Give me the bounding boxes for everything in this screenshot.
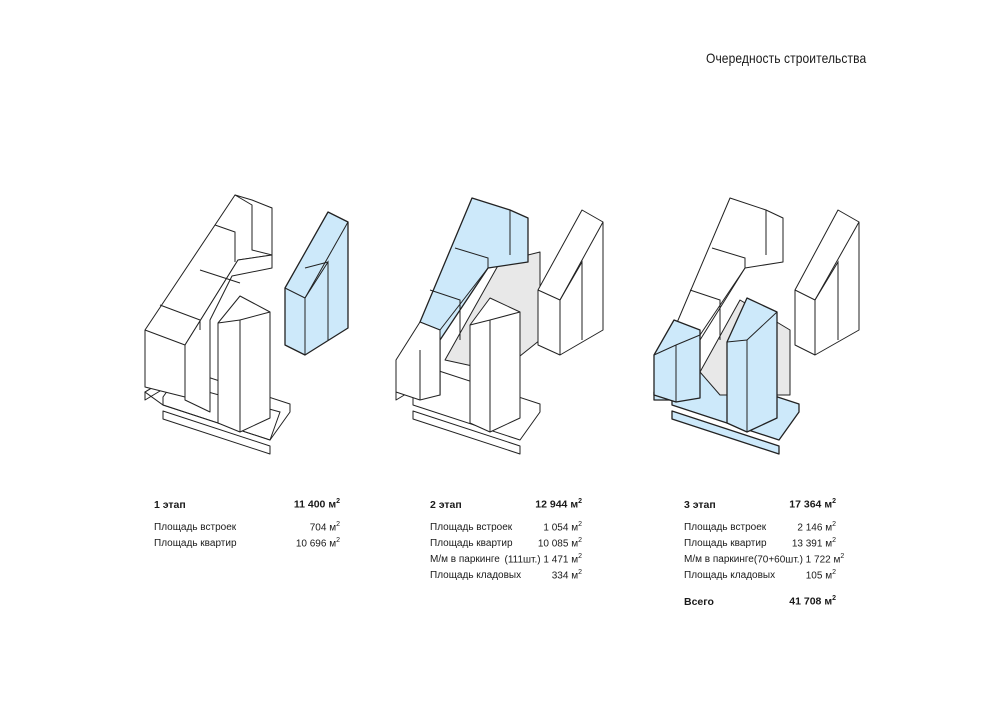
stage-3-highlight-tower — [726, 297, 778, 433]
summary-total: Всего 41 708 м2 — [684, 595, 836, 608]
table-row: Площадь встроек 1 054 м2 — [430, 521, 582, 534]
page-title: Очередность строительства — [706, 50, 867, 66]
stage-1-tower — [217, 295, 271, 433]
table-row: Площадь кладовых 334 м2 — [430, 569, 582, 582]
stage-name: 2 этап — [430, 498, 462, 511]
stage-3-header: 3 этап 17 364 м2 — [684, 498, 836, 520]
stage-1-highlight-block — [284, 211, 349, 356]
table-row: Площадь квартир 13 391 м2 — [684, 537, 836, 550]
stage-3-table: 3 этап 17 364 м2 Площадь встроек 2 146 м… — [684, 498, 845, 611]
stage-3-highlight-end-block — [653, 319, 701, 403]
stage-1-header: 1 этап 11 400 м2 — [154, 498, 340, 520]
stage-2-header: 2 этап 12 944 м2 — [430, 498, 582, 520]
table-row: Площадь квартир 10 696 м2 — [154, 537, 340, 550]
stage-2-diagram — [395, 197, 604, 455]
stage-2-table: 2 этап 12 944 м2 Площадь встроек 1 054 м… — [430, 498, 582, 585]
stage-1-diagram — [144, 194, 349, 455]
stage-3-diagram — [653, 197, 860, 455]
stage-3-separate-block — [794, 209, 860, 356]
stage-1-l-building — [144, 194, 273, 413]
stage-total: 11 400 м2 — [293, 498, 340, 511]
stage-total: 12 944 м2 — [535, 498, 582, 511]
stage-name: 3 этап — [684, 498, 716, 511]
stage-2-tower — [469, 297, 521, 433]
stage-1-table: 1 этап 11 400 м2 Площадь встроек 704 м2 … — [154, 498, 340, 553]
table-row: М/м в паркинге (70+60шт.) 1 722 м2 — [684, 553, 845, 566]
table-row: Площадь встроек 2 146 м2 — [684, 521, 836, 534]
table-row: М/м в паркинге (111шт.) 1 471 м2 — [430, 553, 582, 566]
stage-total: 17 364 м2 — [789, 498, 836, 511]
table-row: Площадь встроек 704 м2 — [154, 521, 340, 534]
table-row: Площадь квартир 10 085 м2 — [430, 537, 582, 550]
stage-name: 1 этап — [154, 498, 186, 511]
stage-2-separate-block — [537, 209, 604, 356]
table-row: Площадь кладовых 105 м2 — [684, 569, 836, 582]
stage-2-existing-base — [395, 321, 441, 401]
